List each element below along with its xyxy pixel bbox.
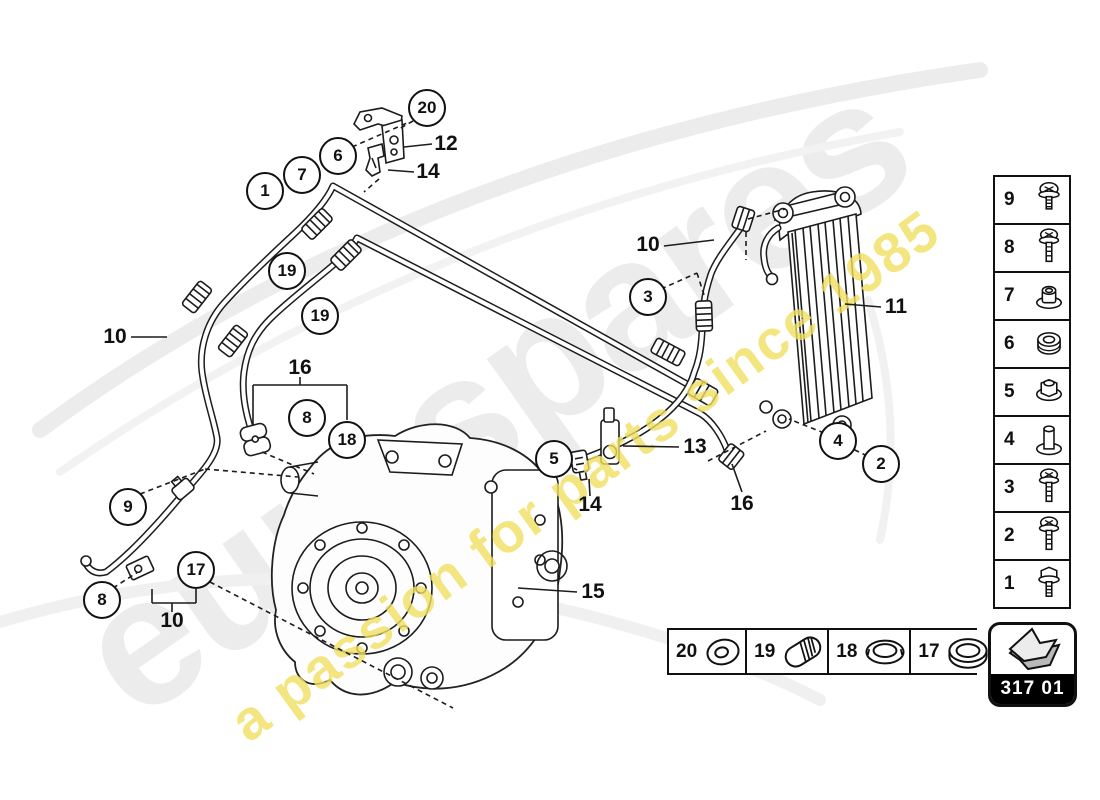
part-label-10: 10 [160,609,184,632]
leader-line [517,587,578,593]
callout-circle-5[interactable]: 5 [535,440,573,478]
fastener-num: 6 [1004,333,1015,354]
o-ring-icon [861,632,909,672]
callout-circle-8[interactable]: 8 [83,581,121,619]
dashed-leader-line [261,451,315,475]
dashed-leader-line [788,418,825,434]
fastener-row-5[interactable]: 5 [995,369,1069,417]
dashed-leader-line [707,430,767,462]
callout-circle-6[interactable]: 6 [319,137,357,175]
callout-circle-2[interactable]: 2 [862,445,900,483]
callout-circle-7[interactable]: 7 [283,156,321,194]
fastener-num: 1 [1004,573,1015,594]
pan-screw-icon [1029,468,1069,508]
callout-circle-9[interactable]: 9 [109,488,147,526]
diagram-code: 317 01 [991,674,1074,704]
seal-num: 19 [754,640,776,662]
leader-line [663,239,715,247]
dashed-leader-line [363,178,380,193]
callout-circle-19[interactable]: 19 [268,252,306,290]
callout-circle-1[interactable]: 1 [246,172,284,210]
seal-legend-table: 20 19 18 17 [667,628,992,675]
fastener-num: 8 [1004,237,1015,258]
callout-circle-18[interactable]: 18 [328,421,366,459]
part-label-10: 10 [636,233,660,256]
fastener-row-3[interactable]: 3 [995,465,1069,513]
dashed-leader-line [209,581,454,709]
leader-line [387,169,415,173]
fastener-num: 2 [1004,525,1015,546]
seal-num: 17 [918,640,940,662]
leader-line [731,463,743,493]
fastener-num: 3 [1004,477,1015,498]
callout-circle-20[interactable]: 20 [408,89,446,127]
dashed-leader-line [398,120,414,130]
fastener-row-4[interactable]: 4 [995,417,1069,465]
fastener-row-1[interactable]: 1 [995,561,1069,607]
pan-screw-icon [1029,516,1069,556]
part-label-16: 16 [730,492,754,515]
part-label-15: 15 [581,580,605,603]
diagram-nav-box[interactable]: 317 01 [988,622,1077,707]
pan-screw-short-icon [1029,180,1069,220]
flange-nut-icon [1029,372,1069,412]
part-label-14: 14 [416,160,440,183]
dashed-leader-line [696,272,706,299]
seal-num: 20 [676,640,698,662]
fastener-num: 9 [1004,189,1015,210]
pan-screw-icon [1029,228,1069,268]
collar-grommet-icon [1029,276,1069,316]
leader-line [844,303,882,308]
part-label-14: 14 [578,493,602,516]
seal-cell-17[interactable]: 17 [911,630,992,673]
part-label-10: 10 [103,325,127,348]
fastener-num: 4 [1004,429,1015,450]
fastener-num: 5 [1004,381,1015,402]
fastener-num: 7 [1004,285,1015,306]
dashed-leader-line [351,122,408,148]
hose-clip-icon [779,632,827,672]
dashed-leader-line [139,468,206,495]
washer-icon [701,632,745,672]
callout-circle-19[interactable]: 19 [301,297,339,335]
seal-cell-19[interactable]: 19 [747,630,830,673]
leader-line [622,445,680,448]
arrow-up-left-icon[interactable] [991,625,1074,674]
seal-cell-18[interactable]: 18 [829,630,912,673]
seal-num: 18 [836,640,858,662]
fastener-row-7[interactable]: 7 [995,273,1069,321]
callout-circle-17[interactable]: 17 [177,551,215,589]
fastener-row-6[interactable]: 6 [995,321,1069,369]
fastener-row-2[interactable]: 2 [995,513,1069,561]
callout-circle-3[interactable]: 3 [629,278,667,316]
dashed-leader-line [660,272,698,290]
fastener-table: 9 8 7 6 5 4 3 2 1 [993,175,1071,609]
callout-circle-4[interactable]: 4 [819,422,857,460]
seal-ring-icon [944,632,992,672]
seal-cell-20[interactable]: 20 [669,630,748,673]
dashed-leader-line [747,208,786,220]
leader-line [588,478,591,497]
dashed-leader-line [112,571,139,589]
bushing-rings-icon [1029,324,1069,364]
spacer-sleeve-icon [1029,420,1069,460]
part-label-12: 12 [434,132,458,155]
part-label-16: 16 [288,356,312,379]
part-label-13: 13 [683,435,707,458]
fastener-row-8[interactable]: 8 [995,225,1069,273]
part-label-11: 11 [884,295,908,318]
leader-line [403,143,433,148]
dashed-leader-line [204,468,299,478]
hex-flange-bolt-icon [1029,564,1069,604]
callout-circle-8[interactable]: 8 [288,399,326,437]
fastener-row-9[interactable]: 9 [995,177,1069,225]
